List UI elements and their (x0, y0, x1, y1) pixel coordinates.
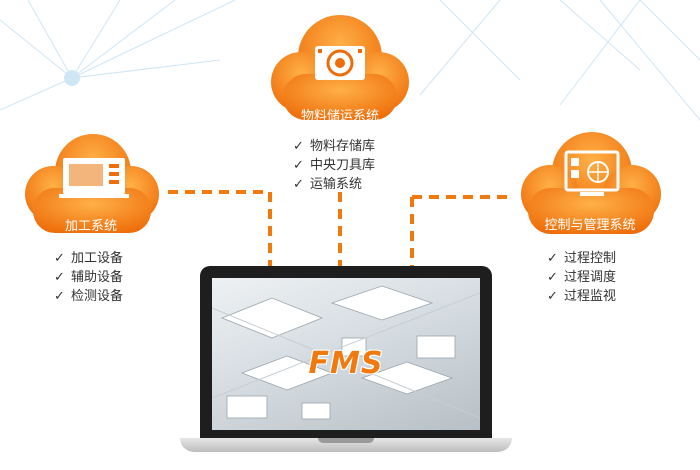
cloud-title-control-management: 控制与管理系统 (544, 218, 636, 233)
list-item: ✓物料存储库 (293, 139, 376, 154)
material-storage-list: ✓物料存储库 ✓中央刀具库 ✓运输系统 (293, 137, 375, 194)
check-icon: ✓ (54, 289, 65, 304)
check-icon: ✓ (54, 270, 65, 285)
list-item: ✓中央刀具库 (293, 158, 376, 173)
control-monitor-icon (564, 150, 620, 196)
check-icon: ✓ (547, 270, 558, 285)
network-node (64, 70, 80, 86)
list-item: ✓过程控制 (547, 251, 617, 266)
cloud-title-material-storage: 物料储运系统 (300, 109, 379, 124)
list-item: ✓加工设备 (54, 251, 124, 266)
laptop-base (180, 438, 512, 452)
list-item: ✓过程调度 (547, 270, 617, 285)
connector-lines (168, 190, 510, 266)
check-icon: ✓ (547, 289, 558, 304)
cloud-title-machining: 加工系统 (64, 219, 117, 234)
cloud-material-storage (271, 15, 409, 120)
check-icon: ✓ (54, 251, 65, 266)
fms-logo: FMS (308, 346, 384, 381)
factory-scene (212, 285, 480, 420)
cloud-machining (25, 134, 159, 233)
laptop-screen: FMS (212, 278, 480, 430)
list-item: ✓运输系统 (293, 177, 363, 192)
machine-tool-icon (59, 158, 129, 198)
check-icon: ✓ (293, 177, 304, 192)
list-item: ✓检测设备 (54, 289, 124, 304)
laptop-notch (318, 438, 374, 443)
check-icon: ✓ (293, 139, 304, 154)
check-icon: ✓ (293, 158, 304, 173)
list-item: ✓过程监视 (547, 289, 617, 304)
list-item: ✓辅助设备 (54, 270, 124, 285)
control-management-list: ✓过程控制 ✓过程调度 ✓过程监视 (547, 249, 616, 306)
machining-list: ✓加工设备 ✓辅助设备 ✓检测设备 (54, 249, 123, 306)
laptop: FMS (180, 266, 512, 466)
laptop-lid: FMS (200, 266, 492, 438)
material-storage-icon (315, 46, 365, 80)
cloud-control-management (521, 132, 661, 234)
check-icon: ✓ (547, 251, 558, 266)
